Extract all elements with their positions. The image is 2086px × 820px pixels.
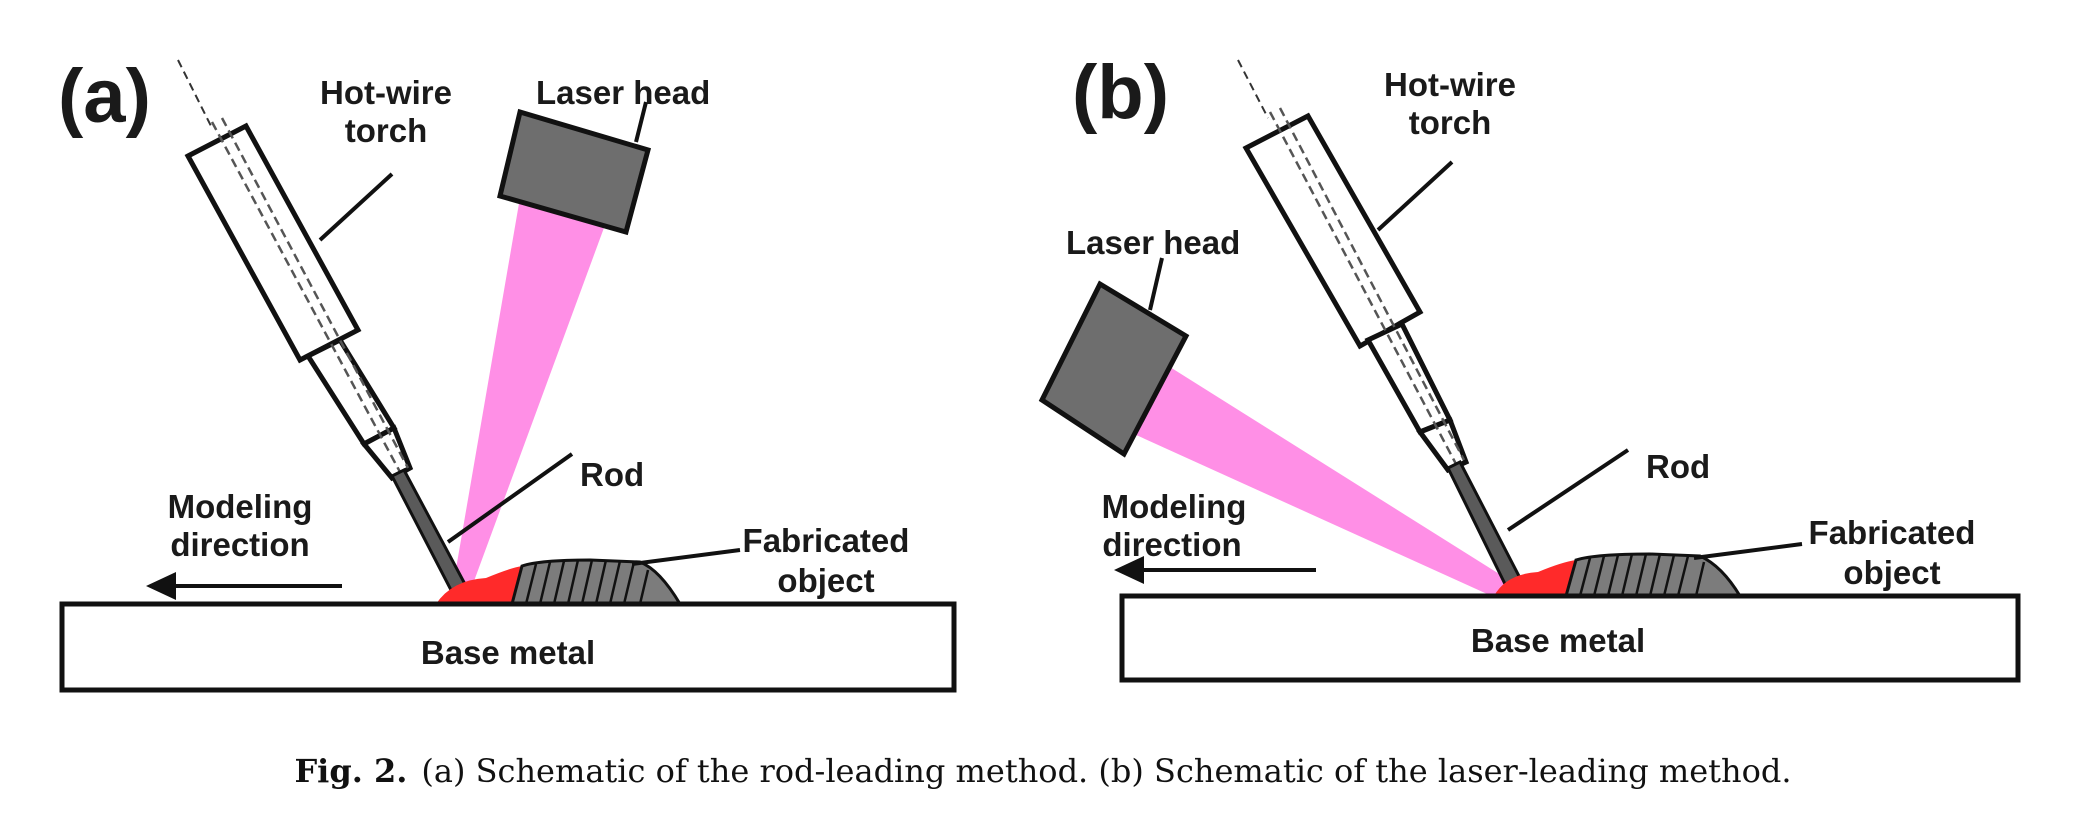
base-metal (59, 601, 957, 693)
laser-beam (452, 186, 612, 592)
figure-diagram: (a) Laser head Hot-wire torch Rod (58, 50, 2021, 693)
hot-wire-torch-nozzle (304, 336, 398, 448)
hot-wire-torch-label-line-2: torch (1409, 104, 1492, 141)
modeling-direction-arrow-icon (146, 572, 176, 600)
modeling-direction-label-line-1: Modeling (1102, 488, 1247, 525)
laser-head (497, 108, 652, 236)
fabricated-object-leader (631, 548, 741, 566)
wire-guide-line (210, 121, 402, 473)
bead-lines (524, 559, 650, 605)
laser-beam (1134, 362, 1512, 598)
melt-pool (436, 566, 522, 604)
wire-guide-line (1268, 111, 1458, 465)
laser-head-label: Laser head (536, 74, 710, 111)
fabricated-object-label-line-1: Fabricated (743, 522, 910, 559)
hot-wire-torch-label-line-1: Hot-wire (320, 74, 452, 111)
fabricated-object-leader (1693, 542, 1803, 560)
fabricated-object (1564, 552, 1743, 598)
panel-b-label: (b) (1072, 50, 1169, 135)
fabricated-object-label-line-1: Fabricated (1809, 514, 1976, 551)
wire-feed-line (1237, 59, 1269, 119)
hot-wire-torch-leader (318, 172, 394, 242)
bead-lines (1578, 553, 1706, 597)
modeling-direction-label-line-1: Modeling (168, 488, 313, 525)
wire-guide-line (1278, 107, 1466, 461)
laser-head-leader (634, 101, 648, 143)
laser-head-label: Laser head (1066, 224, 1240, 261)
figure-caption: Fig. 2. (a) Schematic of the rod-leading … (0, 752, 2086, 790)
wire-feed-line (177, 59, 213, 129)
hot-wire-torch-leader (1376, 160, 1454, 232)
base-metal-label: Base metal (421, 634, 595, 671)
fabricated-object-label-line-2: object (777, 562, 874, 599)
figure-number: Fig. 2. (294, 752, 408, 790)
laser-head-leader (1148, 257, 1164, 311)
hot-wire-torch-tip (360, 424, 414, 482)
rod (389, 468, 469, 594)
rod-leader (446, 452, 574, 544)
panel-a-label: (a) (58, 54, 151, 139)
laser-head (1038, 280, 1190, 458)
rod-label: Rod (580, 456, 644, 493)
wire-guide-line (220, 117, 410, 469)
hot-wire-torch-tip (1416, 416, 1470, 474)
hot-wire-torch-body (184, 122, 362, 364)
fabricated-object-label-line-2: object (1843, 554, 1940, 591)
hot-wire-torch-label-line-2: torch (345, 112, 428, 149)
rod-label: Rod (1646, 448, 1710, 485)
modeling-direction-label-line-2: direction (170, 526, 309, 563)
panel-b: (b) Laser head Hot-wire torch Rod (1038, 50, 2021, 683)
melt-pool (1494, 560, 1576, 596)
modeling-direction-arrow-icon (1114, 556, 1144, 584)
base-metal (1119, 593, 2021, 683)
rod-leader (1506, 448, 1630, 532)
hot-wire-torch-nozzle (1364, 320, 1454, 436)
hot-wire-torch-label-line-1: Hot-wire (1384, 66, 1516, 103)
panel-a: (a) Laser head Hot-wire torch Rod (58, 54, 957, 693)
modeling-direction-label-line-2: direction (1102, 526, 1241, 563)
fabricated-object (510, 558, 683, 606)
caption-text: (a) Schematic of the rod-leading method.… (421, 752, 1792, 790)
base-metal-label: Base metal (1471, 622, 1645, 659)
